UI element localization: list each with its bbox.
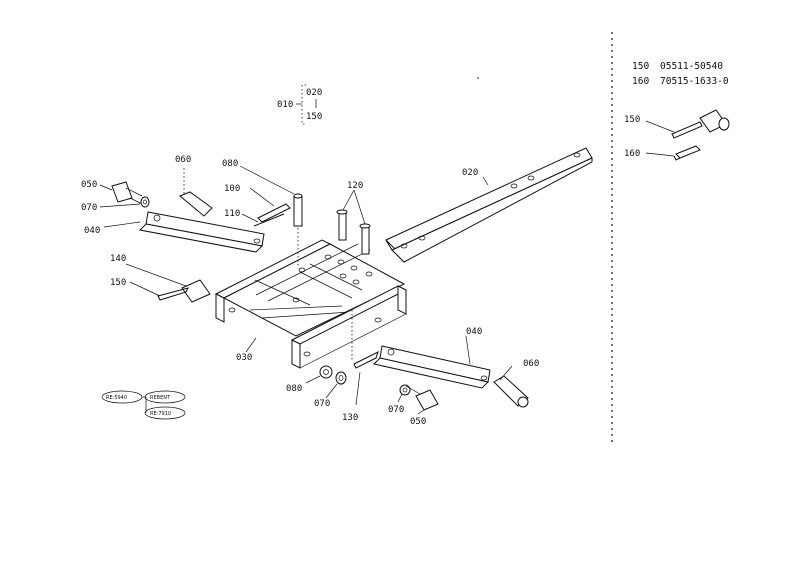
clip-100: 100 [224,184,291,223]
legend-tag-2: REBENT [150,395,171,401]
sleeve-080-top: 080 [222,159,303,268]
label-050-right: 050 [410,417,426,427]
set-group-010: 010 020 150 [277,84,322,125]
label-120: 120 [347,181,363,191]
clip-160-detail: 160 [624,145,701,161]
label-030: 030 [236,353,252,363]
pin-060-right: 060 [493,359,539,408]
label-010: 010 [277,100,293,110]
side-panel: 150 05511-50540 160 70515-1633-0 150 160 [624,61,730,161]
legend-tags: RE:5940 REBENT RE:7910 [101,390,186,420]
label-130: 130 [342,413,358,423]
draw-bar-020: 020 [385,147,593,263]
bolt-050-right: 050 [405,385,439,427]
label-080-bottom: 080 [286,384,302,394]
label-070-right: 070 [388,405,404,415]
sleeve-140: 140 [110,254,211,303]
washer-070-left: 070 [81,196,150,213]
frame-030: 030 [214,239,408,369]
label-040-right: 040 [466,327,482,337]
clip-130: 130 [342,310,379,423]
label-070-mid: 070 [314,399,330,409]
label-100: 100 [224,184,240,194]
label-010-150: 150 [306,112,322,122]
pins-120: 120 [336,181,371,255]
label-060-left: 060 [175,155,191,165]
pin-060-left: 060 [175,155,213,217]
label-020: 020 [462,168,478,178]
label-070-left: 070 [81,203,97,213]
arm-040-left: 040 [84,211,265,253]
pin-150-detail: 150 [624,109,730,139]
pin-110: 110 [224,209,285,227]
label-140: 140 [110,254,126,264]
label-040-left: 040 [84,226,100,236]
bolt-050-left: 050 [81,180,147,207]
label-110: 110 [224,209,240,219]
label-150: 150 [110,278,126,288]
washer-070-right: 070 [388,384,411,415]
legend-tag-1: RE:5940 [106,395,127,401]
label-080-top: 080 [222,159,238,169]
label-010-020: 020 [306,88,322,98]
pin-150: 150 [110,278,189,301]
legend-tag-3: RE:7910 [150,411,171,417]
washer-070-mid: 070 [314,371,347,409]
side-ref-150: 150 [632,61,649,72]
side-label-160: 160 [624,149,640,159]
label-050-left: 050 [81,180,97,190]
label-060-right: 060 [523,359,539,369]
sleeve-080-bottom: 080 [286,365,333,394]
side-part-160: 70515-1633-0 [660,76,729,87]
arm-040-right: 040 [373,327,491,389]
speck [477,77,479,79]
side-part-150: 05511-50540 [660,61,723,72]
side-label-150: 150 [624,115,640,125]
side-ref-160: 160 [632,76,649,87]
